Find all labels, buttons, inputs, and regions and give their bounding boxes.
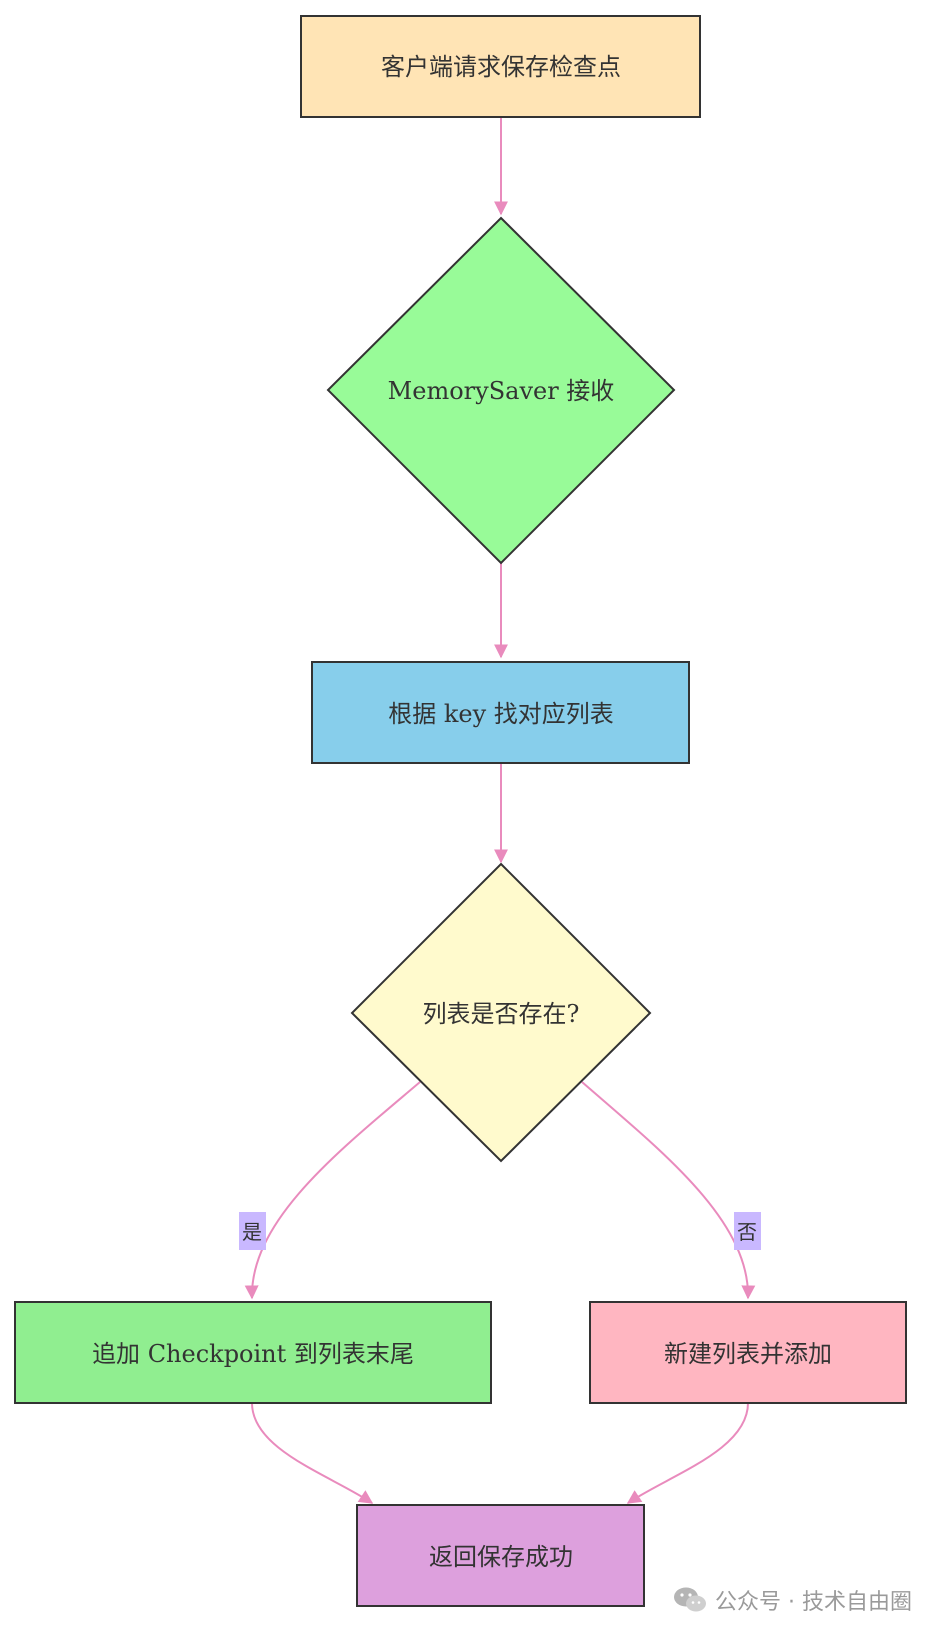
edge-label-no-bg <box>734 1212 761 1250</box>
node-lookup-list-text: 根据 key 找对应列表 <box>388 700 614 728</box>
node-create-list-text: 新建列表并添加 <box>664 1340 832 1368</box>
edge-label-yes: 是 <box>239 1212 266 1250</box>
node-return-success: 返回保存成功 <box>356 1504 645 1607</box>
wechat-icon <box>674 1587 707 1612</box>
watermark-text: 公众号 · 技术自由圈 <box>715 1590 912 1615</box>
watermark: 公众号 · 技术自由圈 <box>673 1584 912 1616</box>
node-lookup-list: 根据 key 找对应列表 <box>311 661 690 764</box>
edge-decision-no <box>581 1081 756 1300</box>
edge-append-to-result <box>251 1402 374 1504</box>
node-client-request: 客户端请求保存检查点 <box>300 15 701 118</box>
node-memorysaver-receive-text: MemorySaver 接收 <box>388 377 615 405</box>
node-memorysaver-receive: MemorySaver 接收 <box>326 216 676 565</box>
edge-label-no-text: 否 <box>737 1220 757 1244</box>
node-client-request-text: 客户端请求保存检查点 <box>381 53 621 81</box>
edge-decision-yes <box>244 1081 421 1300</box>
node-create-list: 新建列表并添加 <box>589 1301 907 1404</box>
node-list-exists-decision: 列表是否存在? <box>350 862 652 1163</box>
edge-label-yes-text: 是 <box>242 1220 262 1244</box>
node-append-checkpoint: 追加 Checkpoint 到列表末尾 <box>14 1301 492 1404</box>
node-list-exists-decision-text: 列表是否存在? <box>423 1000 580 1028</box>
edge-label-yes-bg <box>239 1212 266 1250</box>
edge-label-no: 否 <box>734 1212 761 1250</box>
edge-create-to-result <box>626 1402 749 1504</box>
node-append-checkpoint-text: 追加 Checkpoint 到列表末尾 <box>92 1340 414 1368</box>
node-return-success-text: 返回保存成功 <box>429 1543 573 1571</box>
